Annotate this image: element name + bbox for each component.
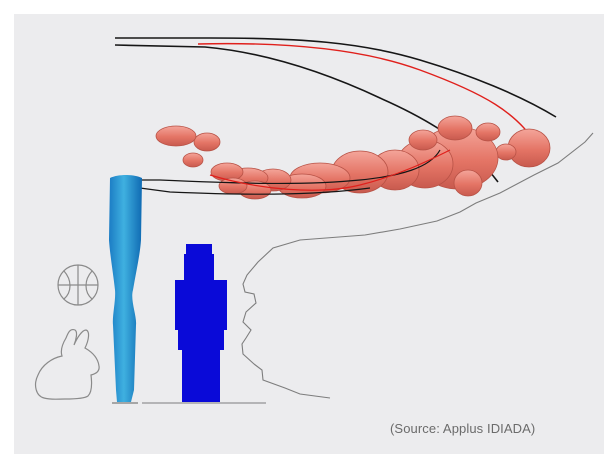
rabbit-outline [36, 330, 100, 400]
tapered-pole [109, 175, 142, 402]
source-caption: (Source: Applus IDIADA) [390, 421, 535, 436]
stacked-column [175, 244, 227, 402]
basketball-outline [58, 265, 98, 305]
